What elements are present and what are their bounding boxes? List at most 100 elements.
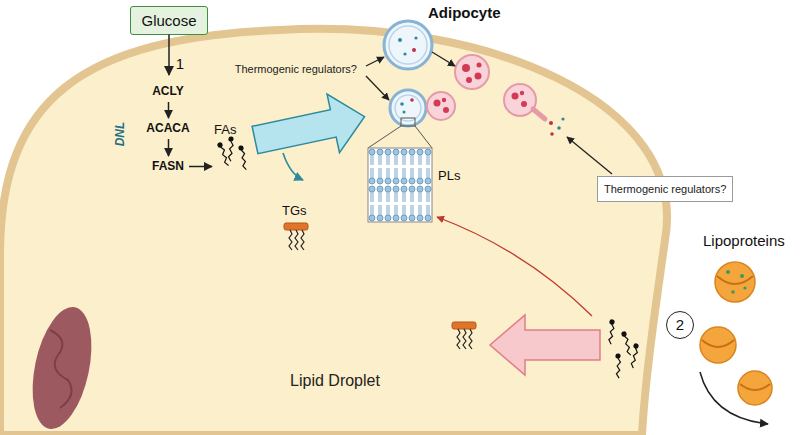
vesicle [403,52,406,55]
part-label: TGs [282,203,307,218]
secretory-vesicle [521,101,527,107]
vesicle [384,21,432,126]
fatty-acid [621,331,631,356]
vesicle [414,36,417,39]
pathway-arrow [189,166,212,168]
secretory-vesicle [533,109,545,119]
fatty-acid [217,142,229,167]
fatty-acid [613,353,621,378]
vesicle [400,102,404,106]
secretory-vesicle [466,77,472,83]
input-box: Glucose [130,6,207,35]
secretory-vesicle [443,107,449,113]
callout-number: 2 [667,312,693,337]
uptake-arrow [437,217,592,316]
callout-box: Thermogenic regulators? [597,176,733,202]
node-label: Thermogenic regulators? [604,183,726,195]
pathway-arrow [168,139,170,156]
vesicle [384,21,432,69]
secretory-vesicle [557,126,561,130]
triglyceride [284,223,476,349]
lipoprotein [700,262,772,424]
secretory-vesicle [550,132,554,136]
secretory-vesicle [427,55,565,136]
bilayer-zoom [368,148,432,222]
part-label: PLs [438,168,460,183]
lipoprotein [715,262,755,302]
secretory-vesicle [434,100,441,107]
lipoprotein [726,270,730,274]
pathway-arrow [168,102,170,118]
part-label: FAs [214,122,236,137]
label-holder: FAs [214,122,236,137]
secretory-vesicle [475,73,482,80]
secretory-vesicle [512,93,519,100]
pathway-label: DNL [112,104,128,164]
triglyceride [284,223,308,250]
label-holder: TGs [282,203,307,218]
bilayer-zoom [401,118,415,126]
vesicle [389,26,427,64]
fatty-acid [225,136,234,161]
lipoprotein [717,276,753,284]
fatty-acid [238,145,246,170]
lipoprotein [738,371,772,405]
vesicle [398,38,402,42]
lipoprotein [731,290,735,294]
triglyceride [452,322,476,349]
bilayer-zoom [368,126,401,148]
fatty-acid [606,319,616,344]
callout-number: 1 [168,52,192,75]
flux-arrow [283,153,303,180]
uptake-arrow [490,315,600,375]
bilayer-zoom [368,148,432,222]
vesicle [390,90,426,126]
flow-arrow [168,35,170,76]
lipoprotein [702,340,734,347]
lipoprotein [740,384,770,390]
regulator-arrow [366,76,389,100]
secretory-vesicle [520,91,524,95]
secretory-vesicle [561,117,564,120]
secretory-vesicle [549,121,553,125]
lipoprotein [743,286,746,289]
vesicle [410,98,414,102]
fatty-acid [217,136,640,378]
vesicle [395,95,421,121]
secretory-vesicle [442,98,446,102]
enzyme-name: ACLY [131,83,205,99]
bilayer-zoom [368,118,432,222]
label-holder: Lipoproteins [703,232,785,249]
enzyme-name: ACACA [131,120,205,136]
cell-membrane [0,29,667,435]
node-label: Lipid Droplet [130,372,540,390]
secretory-vesicle [477,63,482,68]
lipoprotein [740,274,744,278]
lipoprotein [700,327,736,363]
node-label: Thermogenic regulators? [235,63,357,75]
regulator-arrow [567,137,612,174]
flux-arrow [249,87,371,169]
mitochondrion [50,330,72,408]
pathway-arrow [169,102,213,167]
node-label: Glucose [141,12,196,29]
vesicle [412,48,416,52]
vesicle [403,111,406,114]
label-holder: PLs [438,168,460,183]
fatty-acid [628,343,640,368]
regulator-arrow [366,57,384,66]
part-label: Lipoproteins [703,232,785,249]
secretory-vesicle [427,92,455,120]
secretory-vesicle [455,55,489,89]
regulator-arrow [432,52,455,66]
callout-number: 2 [666,311,694,339]
mitochondrion [23,302,102,435]
secretory-vesicle [504,84,536,116]
mitochondrion [23,302,102,435]
callout-number: 1 [167,51,193,77]
node-label: Adipocyte [428,4,501,21]
bilayer-zoom [415,126,432,148]
lipoprotein [700,372,768,424]
